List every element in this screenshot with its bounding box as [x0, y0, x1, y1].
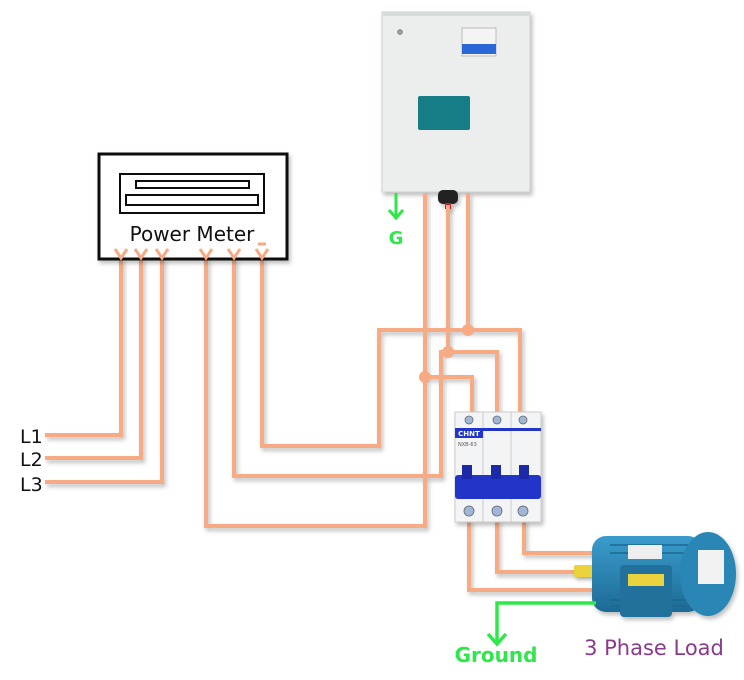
wire-phase-a [425, 375, 474, 414]
line-label-l2: L2 [20, 449, 43, 471]
wire-junctions [419, 324, 474, 383]
wire-out-c [522, 520, 598, 555]
cabinet-breaker [461, 27, 497, 57]
wire-l2 [45, 258, 143, 460]
cabinet-nameplate [418, 96, 470, 130]
three-pole-breaker: CHNT NXB-63 [454, 411, 542, 523]
capacitor-cabinet [381, 11, 531, 209]
breaker-model: NXB-63 [458, 442, 477, 448]
line-label-l3: L3 [20, 474, 43, 496]
motor-ground-wire [486, 601, 596, 647]
wire-out-b [495, 520, 592, 574]
wire-l1 [45, 258, 123, 437]
line-labels: L1 L2 L3 [20, 426, 43, 496]
wire-ct3 [260, 258, 522, 448]
load-label: 3 Phase Load [584, 636, 724, 660]
wire-ct2 [232, 258, 499, 478]
cable-gland [438, 190, 458, 204]
cabinet-ground-arrow [387, 193, 405, 221]
power-meter-label: Power Meter [130, 222, 256, 246]
wires [45, 193, 598, 592]
wire-out-a [467, 520, 592, 592]
three-phase-motor [574, 532, 736, 617]
ground-label: Ground [455, 643, 538, 667]
wire-ct1 [204, 193, 427, 528]
line-label-l1: L1 [20, 426, 43, 448]
cabinet-ground-label: G [389, 228, 404, 249]
wire-l3 [45, 258, 164, 484]
breaker-brand: CHNT [458, 430, 480, 438]
power-meter [97, 152, 289, 261]
meter-terminals [113, 242, 270, 261]
